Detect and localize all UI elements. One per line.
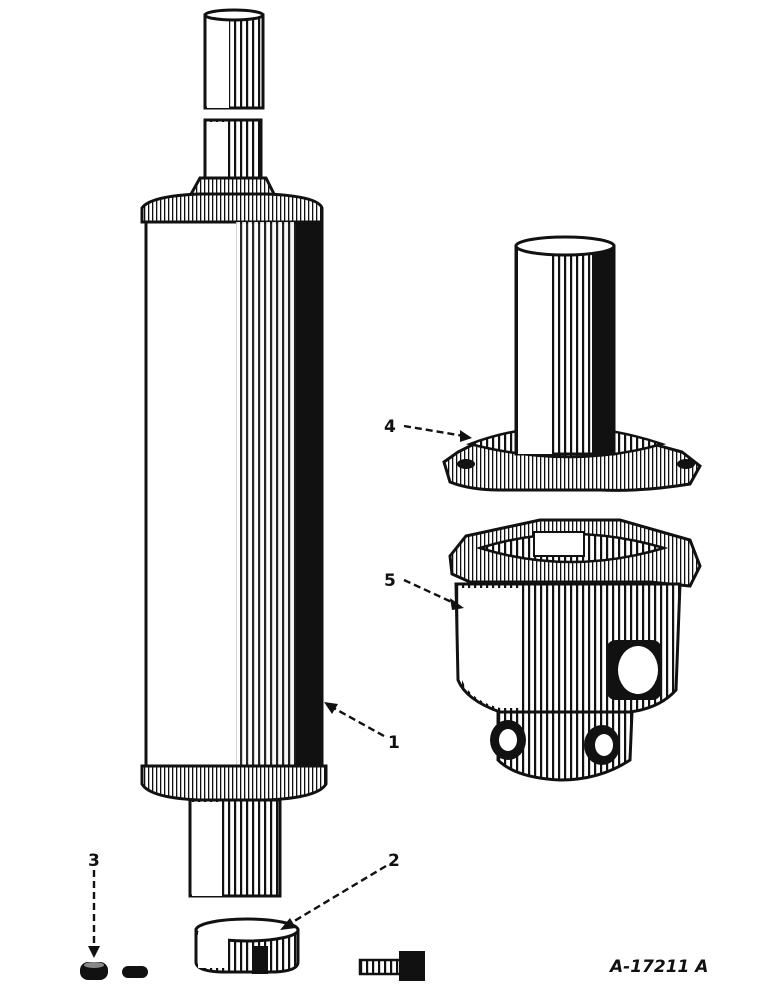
clamp bbox=[194, 917, 300, 974]
cover bbox=[442, 235, 702, 492]
gasket-small bbox=[122, 966, 148, 978]
filter-element bbox=[140, 8, 328, 898]
callout-4: 4 bbox=[384, 417, 396, 437]
figure-reference: A-17211 A bbox=[608, 957, 708, 977]
bolt bbox=[358, 951, 425, 981]
callout-3: 3 bbox=[88, 851, 100, 871]
gaskets bbox=[80, 962, 148, 980]
leader-lines bbox=[88, 424, 472, 958]
callout-5: 5 bbox=[384, 571, 396, 591]
filter-base bbox=[448, 518, 702, 782]
callout-2: 2 bbox=[388, 851, 400, 871]
callout-1: 1 bbox=[388, 733, 400, 753]
